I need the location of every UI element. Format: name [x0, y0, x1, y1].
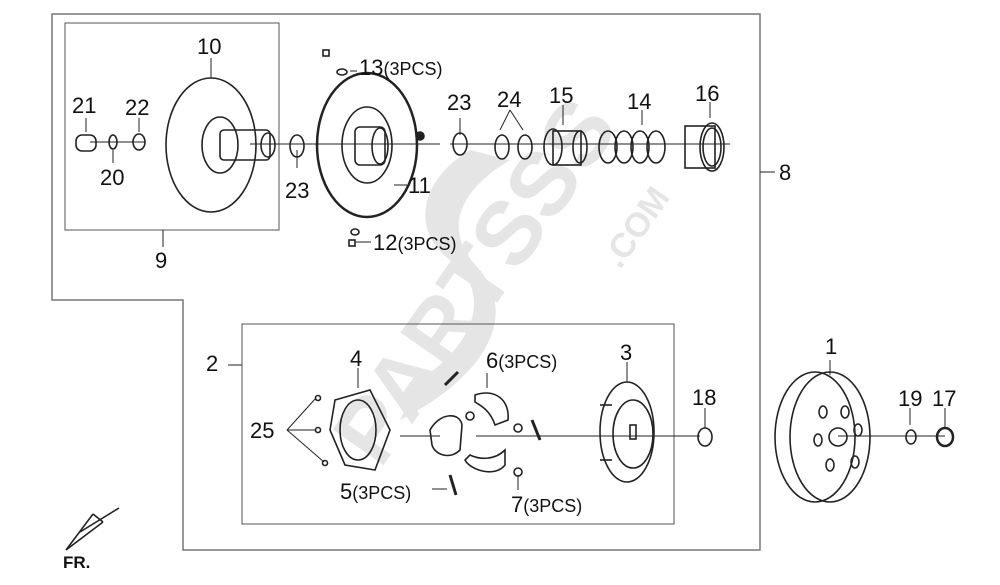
callout-18: 18: [692, 385, 717, 410]
callout-25: 25: [250, 418, 275, 443]
svg-text:PARTSSS: PARTSSS: [314, 81, 636, 481]
front-direction-label: FR.: [63, 553, 91, 572]
callout-9: 9: [155, 248, 168, 273]
callout-6: 6(3PCS): [486, 350, 557, 372]
callout-14: 14: [627, 89, 652, 114]
callout-11: 11: [408, 173, 431, 198]
callout-20: 20: [100, 165, 125, 190]
callout-16: 16: [695, 81, 720, 106]
callout-7-number: 7: [511, 492, 524, 517]
svg-text:.COM: .COM: [595, 180, 677, 275]
callout-13: 13(3PCS): [359, 57, 443, 79]
callout-13-qty: (3PCS): [383, 59, 443, 79]
callout-8: 8: [779, 160, 792, 185]
callout-6-number: 6: [486, 348, 499, 373]
callout-23-left: 23: [285, 178, 310, 203]
callout-6-qty: (3PCS): [498, 352, 558, 372]
assembly-2-box: [241, 323, 675, 525]
callout-21: 21: [72, 93, 97, 118]
callout-7: 7(3PCS): [511, 494, 582, 516]
callout-13-number: 13: [359, 55, 384, 80]
callout-4: 4: [350, 346, 363, 371]
callout-2: 2: [206, 351, 219, 376]
callout-5: 5(3PCS): [340, 481, 411, 503]
callout-10: 10: [197, 34, 222, 59]
callout-12-number: 12: [373, 230, 398, 255]
callout-7-qty: (3PCS): [523, 496, 583, 516]
callout-5-qty: (3PCS): [352, 483, 412, 503]
callout-1: 1: [825, 334, 838, 359]
assembly-8-outline: [51, 13, 761, 551]
assembly-9-box: [64, 22, 280, 231]
callout-19: 19: [898, 386, 923, 411]
callout-3: 3: [620, 340, 633, 365]
callout-15: 15: [549, 83, 574, 108]
callout-17: 17: [932, 386, 957, 411]
callout-23-right: 23: [447, 90, 472, 115]
callout-24: 24: [497, 87, 522, 112]
callout-12-qty: (3PCS): [397, 234, 457, 254]
callout-5-number: 5: [340, 479, 353, 504]
callout-12: 12(3PCS): [373, 232, 457, 254]
front-arrow-icon: [65, 507, 120, 551]
callout-22: 22: [125, 95, 150, 120]
